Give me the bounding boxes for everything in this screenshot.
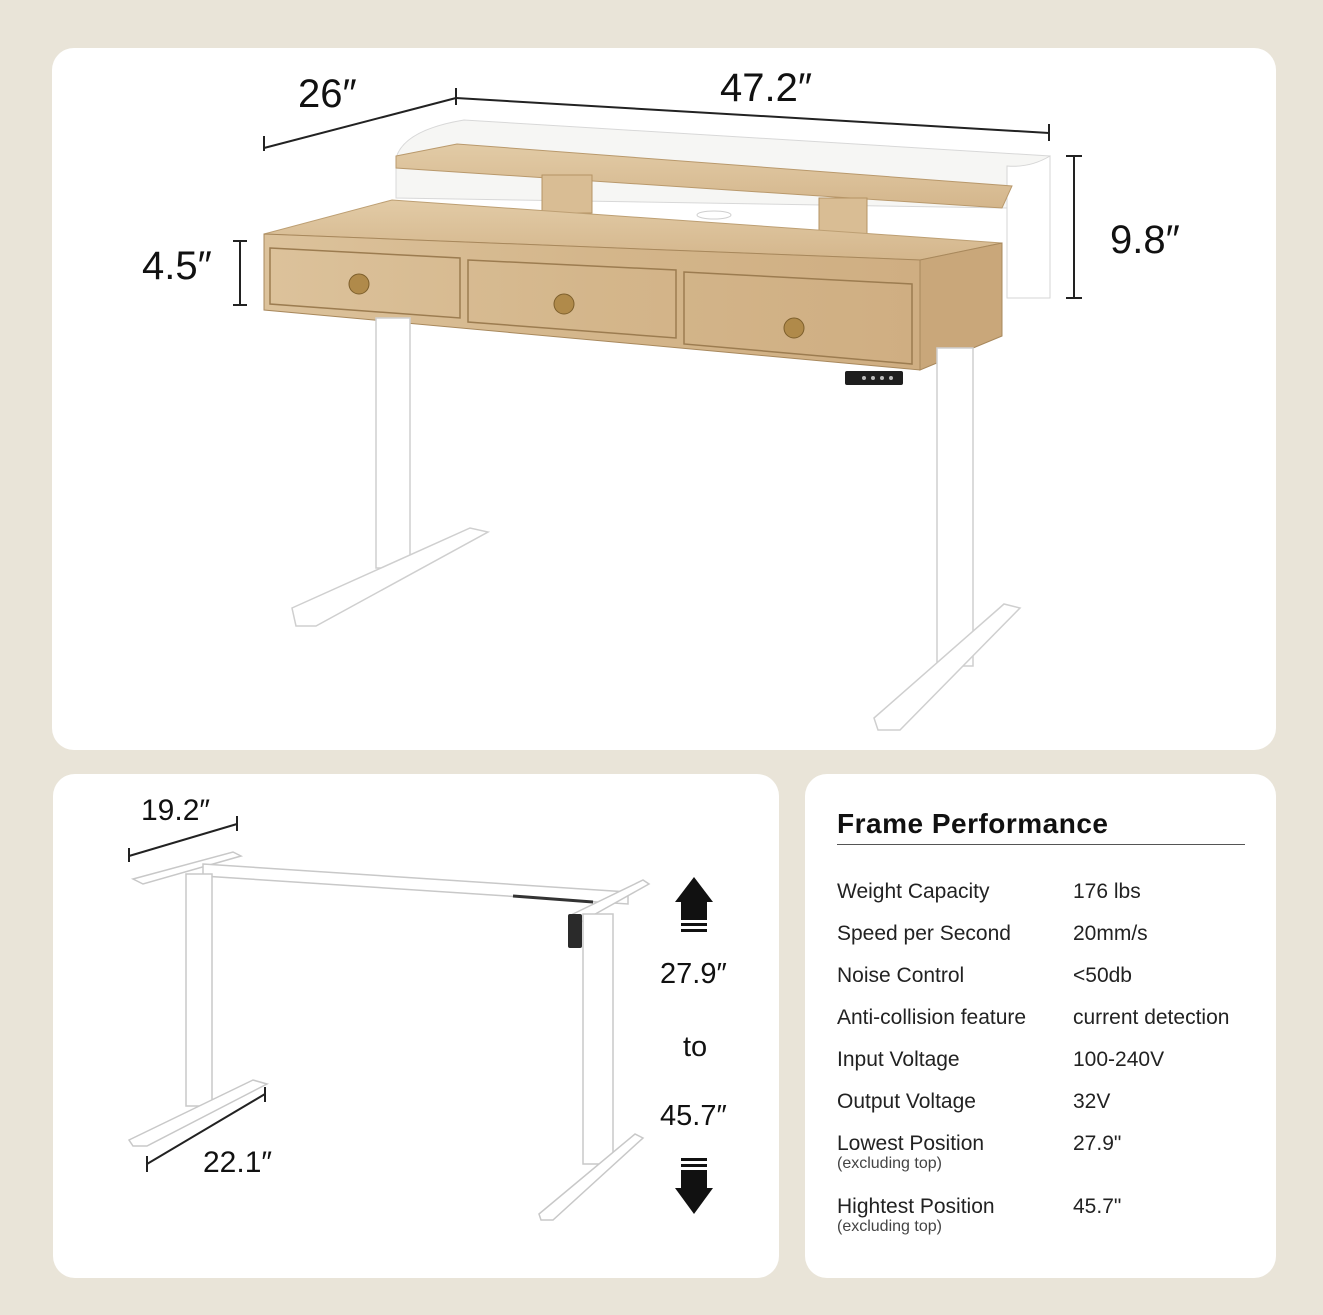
arrow-down-icon bbox=[675, 1158, 713, 1214]
frame-dimension-lines bbox=[128, 816, 266, 1172]
height-connector-label: to bbox=[683, 1031, 708, 1063]
foot-length-label: 22.1″ bbox=[203, 1146, 273, 1179]
specs-title: Frame Performance bbox=[837, 808, 1109, 839]
drawers bbox=[269, 247, 913, 365]
spec-label: Output Voltage bbox=[837, 1090, 976, 1113]
spec-value: <50db bbox=[1073, 964, 1132, 987]
desk-panel: 26″ 47.2″ 4.5″ 9.8″ bbox=[52, 48, 1276, 750]
specs-panel: Frame Performance Weight Capacity 176 lb… bbox=[805, 774, 1276, 1278]
spec-value: 45.7" bbox=[1073, 1195, 1122, 1218]
spec-value: current detection bbox=[1073, 1006, 1230, 1029]
spec-value: 20mm/s bbox=[1073, 922, 1148, 945]
spec-label: Noise Control bbox=[837, 964, 965, 987]
arrow-up-icon bbox=[675, 877, 713, 932]
spec-label: Weight Capacity bbox=[837, 880, 990, 903]
height-max-label: 45.7″ bbox=[660, 1100, 727, 1132]
spec-note: (excluding top) bbox=[837, 1218, 942, 1235]
motor bbox=[512, 894, 594, 948]
spec-value: 176 lbs bbox=[1073, 880, 1141, 903]
spec-label: Speed per Second bbox=[837, 922, 1011, 945]
dimension-lines bbox=[233, 88, 1082, 306]
spec-value: 27.9" bbox=[1073, 1132, 1122, 1155]
desk-width-label: 47.2″ bbox=[720, 66, 813, 110]
spec-label: Anti-collision feature bbox=[837, 1006, 1027, 1029]
desk-legs bbox=[291, 317, 1022, 731]
drawer-height-label: 4.5″ bbox=[142, 244, 212, 288]
frame-illustration bbox=[127, 816, 713, 1221]
desk-illustration bbox=[233, 88, 1082, 731]
drawer-knobs bbox=[348, 273, 805, 339]
frame-panel: 19.2″ 22.1″ 27.9″ to 45.7″ bbox=[53, 774, 779, 1278]
frame-structure bbox=[127, 851, 651, 1221]
spec-value: 100-240V bbox=[1073, 1048, 1165, 1071]
spec-label: Input Voltage bbox=[837, 1048, 960, 1071]
spec-value: 32V bbox=[1073, 1090, 1111, 1113]
spec-note: (excluding top) bbox=[837, 1155, 942, 1172]
frame-depth-label: 19.2″ bbox=[141, 794, 211, 827]
spec-label: Hightest Position bbox=[837, 1195, 995, 1218]
spec-label: Lowest Position bbox=[837, 1132, 985, 1155]
specs-divider bbox=[837, 844, 1245, 845]
desk-depth-label: 26″ bbox=[298, 72, 357, 116]
height-min-label: 27.9″ bbox=[660, 958, 727, 990]
hutch bbox=[395, 119, 1051, 299]
hutch-height-label: 9.8″ bbox=[1110, 218, 1180, 262]
